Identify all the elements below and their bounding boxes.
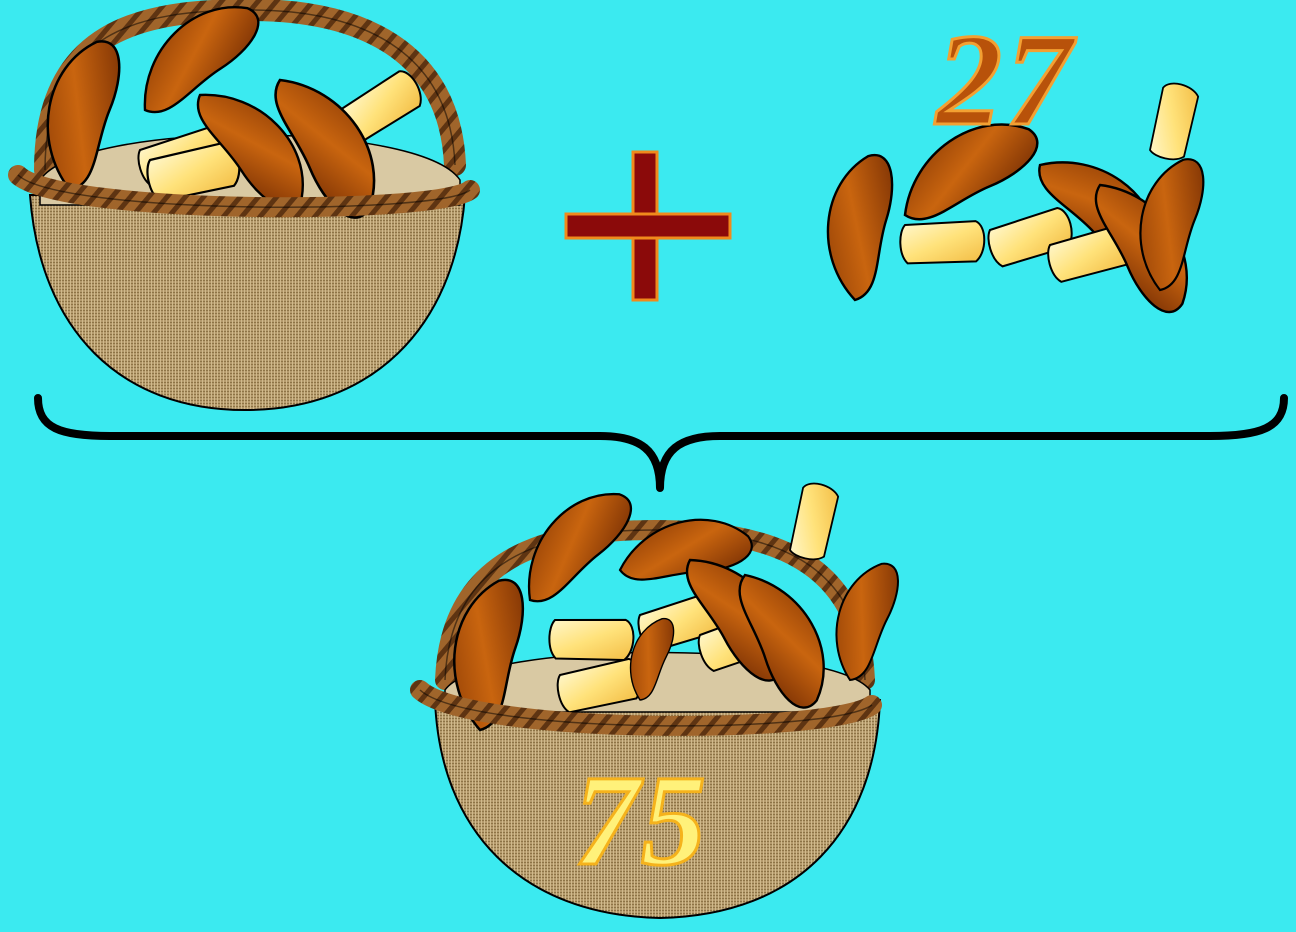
added-amount-label: 27 <box>935 6 1076 153</box>
curly-brace-icon <box>34 394 1288 492</box>
bread-basket-icon <box>410 472 907 920</box>
total-amount-label: 75 <box>573 749 708 893</box>
bread-basket-icon <box>8 0 480 412</box>
plus-icon <box>564 150 732 302</box>
